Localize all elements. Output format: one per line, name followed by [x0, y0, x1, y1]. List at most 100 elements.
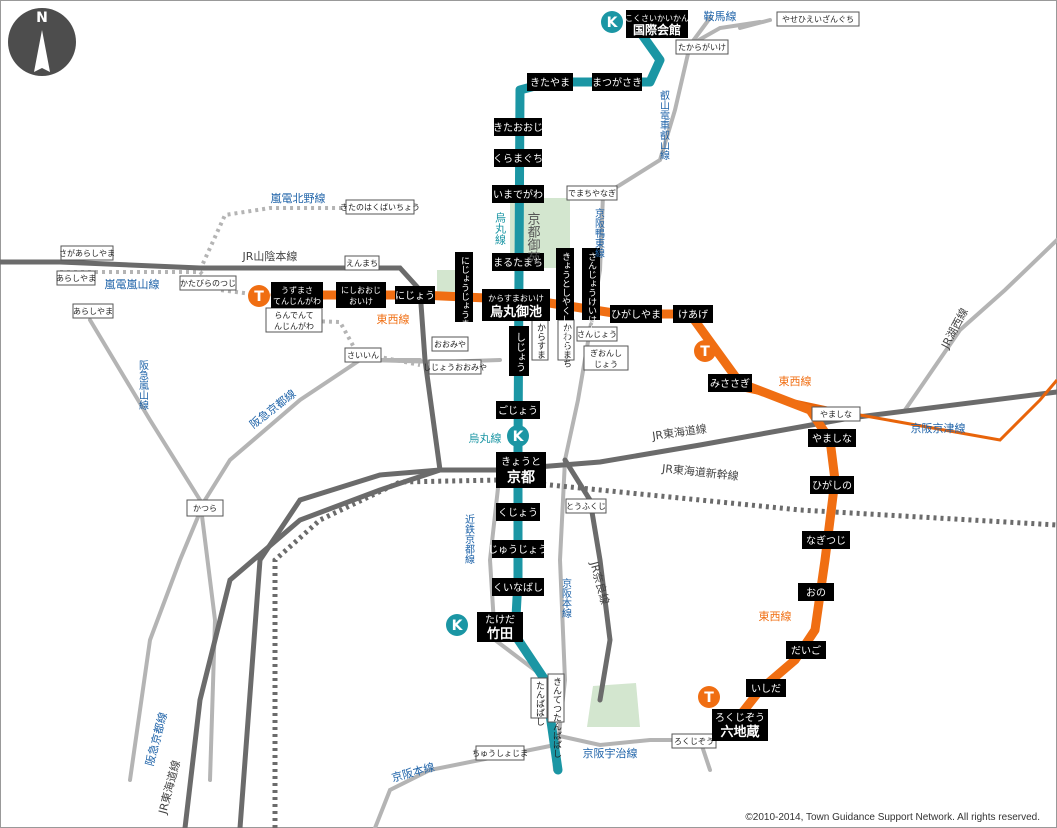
station-karasuma-3-label: くらまぐち: [493, 153, 543, 165]
station-karasuma-7[interactable]: くじょう: [496, 503, 540, 521]
station-other-11[interactable]: おおみや: [431, 336, 469, 352]
station-karasuma-2[interactable]: きたおおじ: [493, 118, 543, 136]
station-uzumasa-line1: うずまさ: [281, 285, 313, 295]
shinkansen-line: [272, 477, 1057, 828]
line-label-tozai_2: 東西線: [779, 374, 812, 388]
station-other-1-label: たからがいけ: [678, 42, 726, 52]
station-other-16-label-b: じょう: [594, 360, 618, 369]
station-other-20[interactable]: たんばばし: [530, 677, 548, 726]
station-karasuma-4-label: いまでがわ: [493, 188, 543, 201]
station-nijojomae-label: にじょうじょうまえ: [459, 256, 469, 337]
station-karasuma-6[interactable]: ごじょう: [496, 401, 540, 419]
station-other-22[interactable]: ちゅうしょじま: [472, 745, 528, 761]
station-tozai-1[interactable]: ひがしやま: [610, 305, 662, 323]
station-other-4[interactable]: さがあらしやま: [59, 245, 115, 261]
station-karasuma-3[interactable]: くらまぐち: [493, 149, 543, 167]
station-tozai-0[interactable]: にじょう: [395, 286, 435, 304]
station-karasuma-1[interactable]: きたやま: [527, 73, 573, 91]
line-label-randen_kitano: 嵐電北野線: [271, 191, 326, 205]
jr-sanin-tokaido-line: [0, 259, 1057, 473]
line-label-tozai_3: 東西線: [759, 609, 792, 623]
kurama-line: [688, 20, 762, 47]
station-other-12[interactable]: しじょうおおみや: [423, 359, 487, 375]
station-karasuma-1-label: きたやま: [530, 77, 570, 89]
station-takeda-kanji: 竹田: [486, 626, 513, 642]
station-other-23[interactable]: ろくじぞう: [671, 733, 717, 749]
station-other-13[interactable]: からすま: [531, 319, 549, 361]
station-tozai-4-label: やましな: [812, 433, 852, 445]
keihan-keishin-line: [719, 379, 1057, 442]
station-tozai-9[interactable]: いしだ: [746, 679, 786, 697]
station-kokusaikaikan[interactable]: こくさいかいかん 国際会館: [625, 10, 689, 38]
hankyu-kyoto-line-a: [128, 358, 422, 782]
station-takeda[interactable]: たけだ 竹田: [477, 612, 523, 642]
station-tozai-2[interactable]: けあげ: [673, 305, 713, 323]
station-other-6-label: えんまち: [346, 259, 378, 268]
station-other-14[interactable]: かわらまち: [557, 319, 575, 368]
station-other-4-label: さがあらしやま: [59, 248, 115, 258]
station-other-19[interactable]: とうふくじ: [565, 498, 607, 514]
subway-mark-letter: K: [513, 429, 525, 445]
station-karasumaoike[interactable]: からすまおいけ 烏丸御池: [482, 289, 550, 321]
station-karasuma-5[interactable]: まるたまち: [492, 253, 544, 271]
station-uzumasa[interactable]: うずまさ てんじんがわ: [271, 282, 323, 308]
station-other-3-label: きたのはくばいちょう: [340, 203, 420, 212]
station-shijo[interactable]: しじょう: [509, 326, 529, 376]
station-other-17[interactable]: やましな: [811, 406, 861, 422]
station-kyotoshiyakusho[interactable]: きょうとしやくしょまえ: [556, 248, 574, 351]
station-rokujizo-kanji: 六地蔵: [720, 724, 759, 740]
station-sanjo-keihan[interactable]: さんじょうけいはん: [582, 248, 600, 333]
station-tozai-3[interactable]: みささぎ: [708, 374, 752, 392]
station-karasumaoike-kana: からすまおいけ: [488, 294, 544, 303]
station-other-15[interactable]: さんじょう: [576, 326, 618, 342]
station-karasuma-8[interactable]: じゅうじょう: [488, 540, 548, 558]
station-nishioji-line2: おいけ: [349, 297, 373, 306]
station-other-6[interactable]: えんまち: [344, 255, 380, 271]
kurama-line-b: [738, 18, 772, 30]
station-other-8[interactable]: あらしやま: [72, 303, 114, 319]
station-other-0[interactable]: やせひえいざんぐち: [776, 11, 860, 27]
station-other-2[interactable]: でまちやなぎ: [566, 185, 618, 201]
station-other-1[interactable]: たからがいけ: [675, 39, 729, 55]
subway-mark-letter: T: [700, 344, 710, 360]
station-other-3[interactable]: きたのはくばいちょう: [340, 199, 420, 215]
station-uzumasa-line2: てんじんがわ: [273, 296, 321, 306]
station-tozai-7[interactable]: おの: [798, 583, 834, 601]
station-other-7[interactable]: かたびらのつじ: [179, 275, 237, 291]
station-kyoto[interactable]: きょうと 京都: [496, 452, 546, 488]
station-other-18[interactable]: かつら: [186, 499, 224, 517]
station-tozai-5[interactable]: ひがしの: [810, 476, 854, 494]
station-karasuma-9[interactable]: くいなばし: [492, 578, 544, 596]
station-karasuma-0[interactable]: まつがさき: [592, 73, 642, 91]
station-nishioji[interactable]: にしおおじ おいけ: [336, 282, 386, 308]
station-other-13-label: からすま: [535, 323, 546, 359]
line-label-kurama: 鞍馬線: [704, 9, 737, 23]
station-other-15-label: さんじょう: [577, 330, 617, 339]
subway-mark-karasuma-4: K: [446, 614, 468, 636]
station-rokujizo[interactable]: ろくじぞう 六地蔵: [712, 709, 768, 741]
line-label-keihan_main_1: 京阪本線: [560, 577, 572, 618]
subway-mark-tozai-1: T: [248, 285, 270, 307]
station-tozai-6[interactable]: なぎつじ: [802, 531, 850, 549]
station-tozai-4[interactable]: やましな: [808, 429, 856, 447]
randen-kitano-line: [198, 206, 350, 271]
station-other-14-label: かわらまち: [561, 323, 572, 368]
station-other-10[interactable]: さいいん: [344, 347, 382, 363]
subway-mark-letter: K: [452, 618, 464, 634]
station-nijojomae[interactable]: にじょうじょうまえ: [455, 252, 473, 337]
station-other-21[interactable]: きんてつたんばばし: [547, 673, 565, 758]
subway-marks-group: K T T K K T: [248, 11, 720, 708]
station-karasuma-2-label: きたおおじ: [493, 122, 543, 134]
subway-mark-letter: T: [704, 690, 714, 706]
station-other-0-label: やせひえいざんぐち: [782, 14, 854, 24]
station-tozai-7-label: おの: [806, 587, 826, 599]
subway-mark-tozai-2: T: [694, 340, 716, 362]
station-other-12-label: しじょうおおみや: [423, 363, 487, 372]
subway-mark-letter: K: [607, 15, 619, 31]
station-tozai-9-label: いしだ: [751, 683, 781, 695]
station-tozai-8[interactable]: だいご: [786, 641, 826, 659]
station-other-5[interactable]: あらしやま: [56, 270, 96, 286]
station-karasuma-4[interactable]: いまでがわ: [492, 185, 544, 203]
